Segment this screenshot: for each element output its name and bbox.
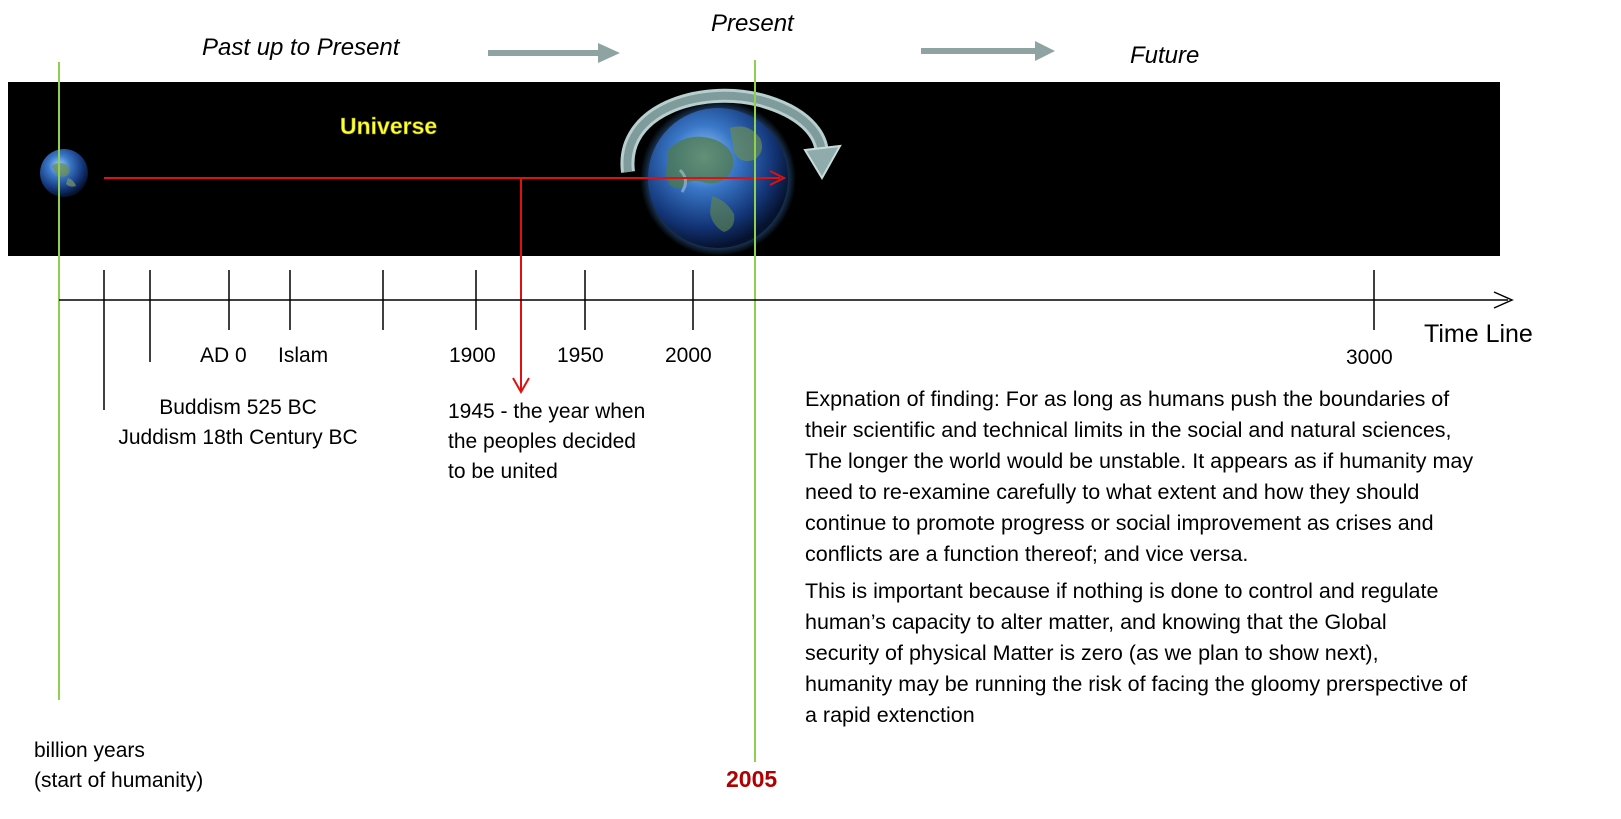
- explanation-line: need to re-examine carefully to what ext…: [805, 480, 1420, 504]
- tick-1900: 1900: [449, 344, 496, 367]
- tick-3000: 3000: [1346, 346, 1393, 369]
- explanation-line: The longer the world would be unstable. …: [805, 449, 1474, 473]
- tick-ad0: AD 0: [200, 344, 247, 367]
- religion-buddhism: Buddism 525 BC: [159, 396, 317, 419]
- explanation-line: continue to promote progress or social i…: [805, 511, 1434, 535]
- universe-label: Universe: [340, 113, 438, 140]
- small-earth-icon: [40, 149, 88, 197]
- explanation-line: This is important because if nothing is …: [805, 579, 1439, 603]
- event-1945-line2: the peoples decided: [448, 430, 636, 453]
- event-1945-line1: 1945 - the year when: [448, 400, 646, 423]
- present-year: 2005: [726, 766, 778, 792]
- start-of-humanity: billion years (start of humanity): [34, 736, 203, 796]
- event-1945: 1945 - the year when the peoples decided…: [448, 397, 645, 487]
- explanation-line: human’s capacity to alter matter, and kn…: [805, 610, 1387, 634]
- religion-judaism: Juddism 18th Century BC: [118, 426, 358, 449]
- explanation-text: Expnation of finding: For as long as hum…: [805, 384, 1621, 737]
- explanation-line: Expnation of finding: For as long as hum…: [805, 387, 1450, 411]
- rotation-arrow-icon: [620, 88, 842, 180]
- explanation-paragraph-2: This is important because if nothing is …: [805, 576, 1621, 731]
- tick-1950: 1950: [557, 344, 604, 367]
- past-label: Past up to Present: [202, 34, 400, 61]
- explanation-line: humanity may be running the risk of faci…: [805, 672, 1468, 696]
- explanation-paragraph-1: Expnation of finding: For as long as hum…: [805, 384, 1621, 570]
- future-arrow-icon: [921, 41, 1055, 61]
- future-label: Future: [1130, 42, 1200, 69]
- tick-2000: 2000: [665, 344, 712, 367]
- explanation-line: conflicts are a function thereof; and vi…: [805, 542, 1249, 566]
- axis-label: Time Line: [1424, 320, 1533, 348]
- tick-islam: Islam: [278, 344, 329, 367]
- explanation-line: a rapid extenction: [805, 703, 975, 727]
- start-line2: (start of humanity): [34, 769, 204, 792]
- explanation-line: their scientific and technical limits in…: [805, 418, 1452, 442]
- present-label: Present: [711, 10, 794, 37]
- explanation-line: security of physical Matter is zero (as …: [805, 641, 1379, 665]
- event-1945-line3: to be united: [448, 460, 558, 483]
- start-line1: billion years: [34, 739, 145, 762]
- religions-label: Buddism 525 BC Juddism 18th Century BC: [90, 393, 386, 453]
- past-arrow-icon: [488, 43, 620, 63]
